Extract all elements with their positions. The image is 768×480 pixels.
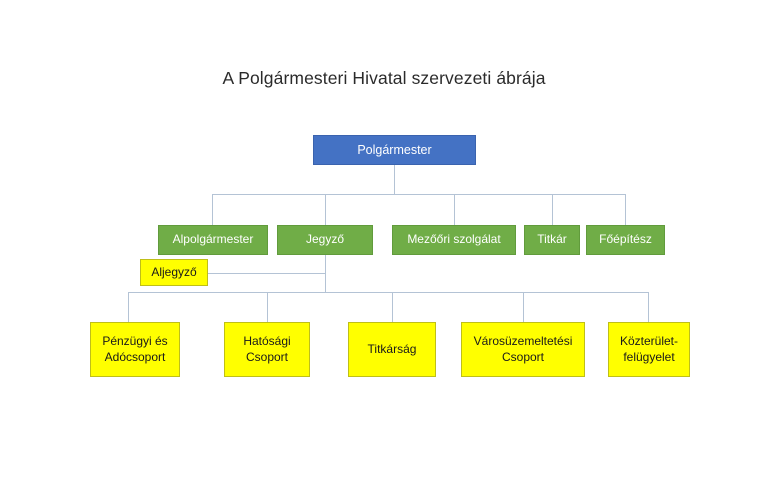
connector-drop-titkarsag: [392, 292, 393, 322]
node-titkar[interactable]: Titkár: [524, 225, 580, 255]
node-polgarmester[interactable]: Polgármester: [313, 135, 476, 165]
connector-aljegyzo-link: [208, 273, 326, 274]
node-penzugyi-es-adocsoport[interactable]: Pénzügyi és Adócsoport: [90, 322, 180, 377]
node-hatosagi-csoport[interactable]: Hatósági Csoport: [224, 322, 310, 377]
connector-drop-penzugyi: [128, 292, 129, 322]
connector-drop-varosuzemeltetesi: [523, 292, 524, 322]
connector-drop-alpolgarmester: [212, 194, 213, 225]
node-kozterulet-felugyelet[interactable]: Közterület-felügyelet: [608, 322, 690, 377]
connector-drop-kozterulet: [648, 292, 649, 322]
connector-drop-jegyzo: [325, 194, 326, 225]
connector-drop-mezoori: [454, 194, 455, 225]
connector-drop-titkar: [552, 194, 553, 225]
connector-jegyzo-spine: [325, 255, 326, 293]
connector-level2-bus: [212, 194, 626, 195]
node-mezoori-szolgalat[interactable]: Mezőőri szolgálat: [392, 225, 516, 255]
node-jegyzo[interactable]: Jegyző: [277, 225, 373, 255]
node-aljegyzo[interactable]: Aljegyző: [140, 259, 208, 286]
connector-root-stem: [394, 165, 395, 195]
node-alpolgarmester[interactable]: Alpolgármester: [158, 225, 268, 255]
connector-level4-bus: [128, 292, 648, 293]
chart-title: A Polgármesteri Hivatal szervezeti ábráj…: [222, 68, 546, 88]
node-foepitesz[interactable]: Főépítész: [586, 225, 665, 255]
connector-drop-hatosagi: [267, 292, 268, 322]
connector-drop-foepitesz: [625, 194, 626, 225]
node-varosuzemeltetesi-csoport[interactable]: Városüzemeltetési Csoport: [461, 322, 585, 377]
node-titkarsag[interactable]: Titkárság: [348, 322, 436, 377]
